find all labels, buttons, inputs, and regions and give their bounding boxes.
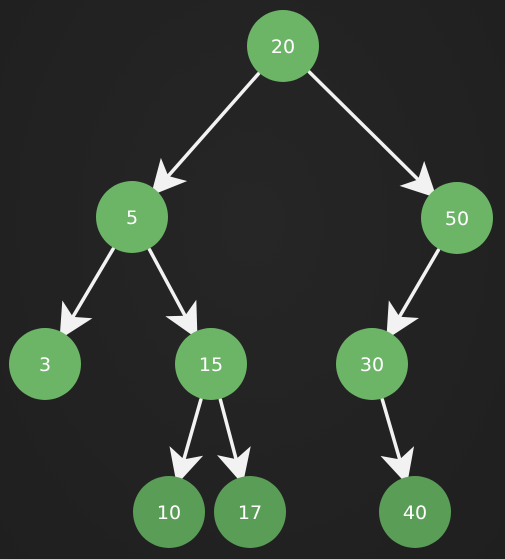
node-label: 5 <box>126 207 138 229</box>
edge-arrow-5-to-15 <box>147 247 198 339</box>
edge-arrow-20-to-5 <box>150 71 261 196</box>
edge-arrow-20-to-50 <box>307 70 437 198</box>
tree-node-50: 50 <box>421 182 493 254</box>
edge-arrow-15-to-17 <box>216 398 251 485</box>
tree-node-5: 5 <box>96 181 168 253</box>
node-circle <box>96 181 168 253</box>
node-circle <box>133 476 205 548</box>
tree-node-10: 10 <box>133 476 205 548</box>
node-label: 10 <box>157 502 181 524</box>
node-label: 30 <box>360 354 384 376</box>
tree-node-30: 30 <box>336 328 408 400</box>
node-circle <box>421 182 493 254</box>
edges-layer <box>59 70 441 485</box>
node-label: 20 <box>271 36 295 58</box>
node-circle <box>247 10 319 82</box>
node-label: 15 <box>199 354 223 376</box>
node-circle <box>9 328 81 400</box>
node-label: 3 <box>39 354 51 376</box>
edge-arrow-50-to-30 <box>386 248 441 340</box>
tree-node-15: 15 <box>175 328 247 400</box>
tree-node-40: 40 <box>379 476 451 548</box>
node-label: 40 <box>403 502 427 524</box>
nodes-layer: 20 5 50 3 15 30 10 17 40 <box>9 10 493 548</box>
node-circle <box>214 476 286 548</box>
tree-node-20: 20 <box>247 10 319 82</box>
node-label: 50 <box>445 208 469 230</box>
node-circle <box>336 328 408 400</box>
edge-arrow-30-to-40 <box>380 397 415 485</box>
edge-arrow-15-to-10 <box>169 397 204 485</box>
node-circle <box>379 476 451 548</box>
node-circle <box>175 328 247 400</box>
edge-arrow-5-to-3 <box>59 247 115 340</box>
node-label: 17 <box>238 502 262 524</box>
tree-node-17: 17 <box>214 476 286 548</box>
tree-node-3: 3 <box>9 328 81 400</box>
